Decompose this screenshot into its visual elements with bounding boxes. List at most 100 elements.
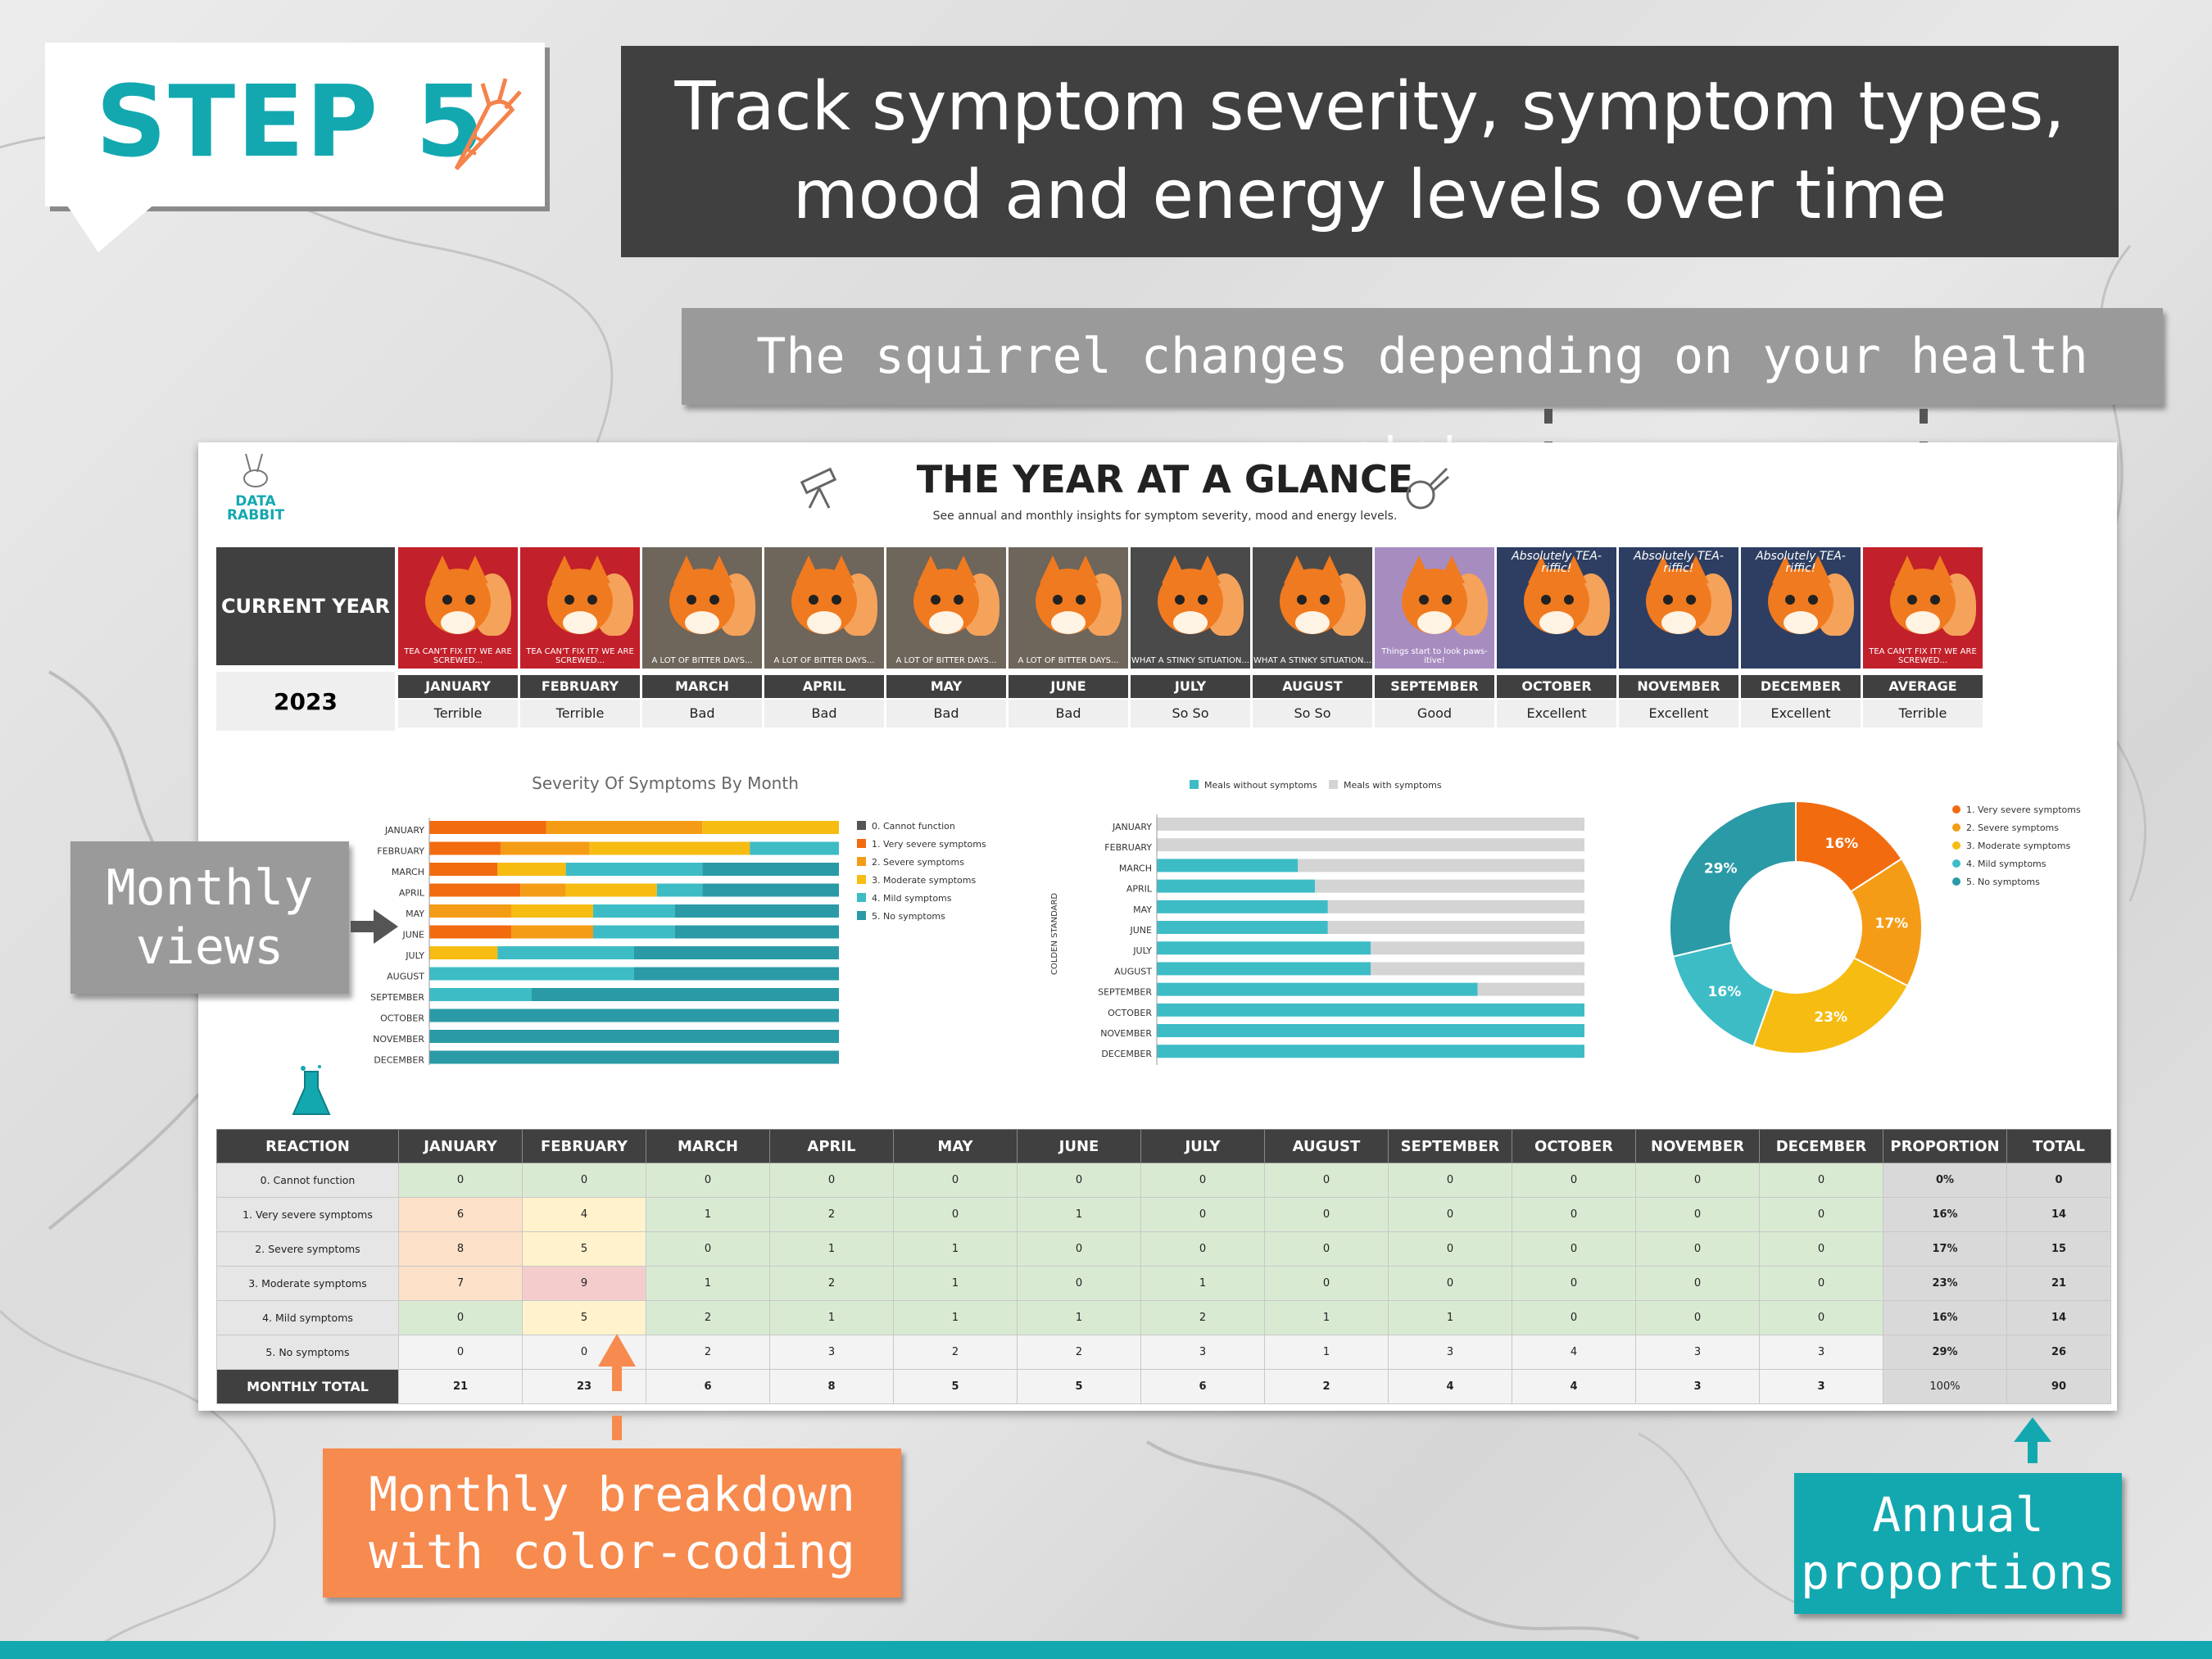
- table-cell: 2: [769, 1197, 894, 1232]
- squirrel-eye: [1564, 595, 1574, 605]
- table-cell: 4: [522, 1197, 646, 1232]
- row-label: 2. Severe symptoms: [216, 1231, 399, 1267]
- squirrel-note-banner: The squirrel changes depending on your h…: [682, 308, 2163, 482]
- month-rating: Excellent: [1741, 700, 1861, 728]
- bar-segment: [1298, 859, 1584, 873]
- bar-segment: [429, 988, 532, 1001]
- category-label: JANUARY: [1112, 822, 1152, 832]
- category-label: JULY: [1132, 945, 1152, 956]
- month-rating: Terrible: [398, 700, 518, 728]
- category-label: FEBRUARY: [1104, 842, 1152, 853]
- bar-segment: [511, 904, 593, 918]
- table-cell: 0: [893, 1163, 1018, 1198]
- table-cell: 0: [1759, 1231, 1883, 1267]
- legend-swatch: [857, 893, 866, 902]
- table-cell: 0: [1264, 1231, 1389, 1267]
- donut-slice: [1669, 800, 1797, 958]
- table-cell: 3: [1759, 1335, 1883, 1370]
- dashboard-title: THE YEAR AT A GLANCE: [916, 457, 1414, 501]
- bar-segment: [593, 904, 675, 918]
- bar-segment: [1371, 962, 1584, 976]
- category-label: JANUARY: [384, 825, 424, 836]
- table-cell: 9: [522, 1266, 646, 1301]
- arrow-right-icon: [351, 909, 398, 944]
- row-label: 0. Cannot function: [216, 1163, 399, 1198]
- category-label: DECEMBER: [1101, 1049, 1152, 1059]
- bar-segment: [1157, 1045, 1584, 1058]
- table-cell: 1: [1264, 1300, 1389, 1335]
- row-label: 4. Mild symptoms: [216, 1300, 399, 1335]
- bar-segment: [429, 1050, 839, 1064]
- category-label: APRIL: [1126, 884, 1153, 895]
- bar-segment: [497, 946, 634, 959]
- legend-swatch: [1952, 805, 1960, 814]
- squirrel-eye: [1198, 595, 1208, 605]
- squirrel-mood-card: WHAT A STINKY SITUATION...: [1131, 547, 1250, 669]
- table-cell: 7: [398, 1266, 523, 1301]
- legend-label: Meals with symptoms: [1344, 780, 1442, 791]
- table-cell: 0: [522, 1163, 646, 1198]
- table-header: NOVEMBER: [1635, 1129, 1760, 1163]
- table-cell: 1: [1264, 1335, 1389, 1370]
- proportion-cell: 16%: [1883, 1197, 2007, 1232]
- table-cell: 0: [1140, 1231, 1265, 1267]
- month-name: MAY: [886, 675, 1006, 698]
- legend-swatch: [1952, 877, 1960, 886]
- squirrel-eye: [442, 595, 452, 605]
- bar-segment: [656, 883, 703, 897]
- headline-line1: Track symptom severity, symptom types,: [674, 68, 2065, 146]
- month-rating: Good: [1375, 700, 1494, 728]
- legend-swatch: [1952, 823, 1960, 832]
- category-label: JUNE: [1130, 925, 1153, 936]
- month-name: AVERAGE: [1863, 675, 1983, 698]
- step-badge: STEP 5: [45, 43, 545, 206]
- squirrel-eye: [465, 595, 475, 605]
- squirrel-eye: [1320, 595, 1330, 605]
- dashboard-screenshot: DATA RABBIT THE YEAR AT A GLANCE See ann…: [198, 442, 2117, 1411]
- squirrel-card-caption: TEA CAN'T FIX IT? WE ARE SCREWED...: [404, 647, 512, 665]
- bar-segment: [1157, 879, 1316, 893]
- squirrel-eye: [1686, 595, 1696, 605]
- total-cell: 14: [2006, 1300, 2111, 1335]
- legend-label: 5. No symptoms: [872, 911, 945, 922]
- table-cell: 4: [1512, 1335, 1636, 1370]
- bar-segment: [1157, 859, 1299, 873]
- month-name: OCTOBER: [1497, 675, 1616, 698]
- category-label: FEBRUARY: [377, 846, 424, 857]
- table-cell: 0: [1512, 1163, 1636, 1198]
- legend-swatch: [857, 857, 866, 866]
- callout-line: Monthly breakdown: [369, 1466, 855, 1522]
- table-cell: 1: [1140, 1266, 1265, 1301]
- category-label: JULY: [405, 950, 424, 961]
- squirrel-eye: [809, 595, 818, 605]
- bar-segment: [702, 883, 839, 897]
- table-cell: 4: [1512, 1369, 1636, 1404]
- table-cell: 1: [769, 1231, 894, 1267]
- bar-segment: [532, 988, 839, 1001]
- month-name: SEPTEMBER: [1375, 675, 1494, 698]
- axis-label: COLDEN STANDARD: [1050, 893, 1059, 975]
- slice-label: 17%: [1875, 916, 1909, 932]
- month-name: JANUARY: [398, 675, 518, 698]
- table-cell: 5: [1017, 1369, 1141, 1404]
- squirrel-belly: [807, 611, 841, 634]
- bar-segment: [589, 841, 750, 855]
- table-cell: 2: [646, 1300, 770, 1335]
- table-cell: 3: [1759, 1369, 1883, 1404]
- table-cell: 4: [1388, 1369, 1512, 1404]
- table-cell: 0: [1264, 1163, 1389, 1198]
- bar-segment: [429, 841, 501, 855]
- squirrel-eye: [1930, 595, 1940, 605]
- table-cell: 3: [1635, 1369, 1760, 1404]
- category-label: APRIL: [399, 888, 425, 899]
- table-cell: 2: [646, 1335, 770, 1370]
- table-cell: 3: [1140, 1335, 1265, 1370]
- bar-segment: [429, 821, 546, 834]
- squirrel-belly: [1051, 611, 1086, 634]
- bar-segment: [429, 1009, 839, 1022]
